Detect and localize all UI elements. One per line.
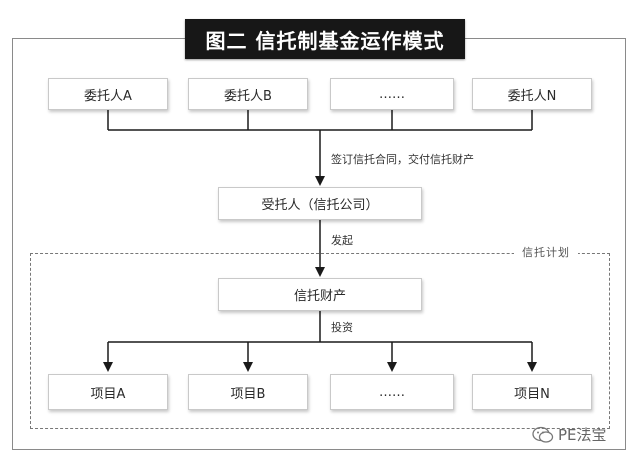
trust-property-box: 信托财产 (218, 278, 422, 311)
project-box-b: 项目B (188, 374, 308, 410)
watermark: PE法宝 (532, 424, 607, 445)
trustor-box-b: 委托人B (188, 78, 308, 110)
wechat-icon (532, 426, 554, 444)
project-box-n: 项目N (472, 374, 592, 410)
trustor-box-etc: …… (330, 78, 454, 110)
diagram-title: 图二 信托制基金运作模式 (185, 19, 465, 59)
project-box-a: 项目A (48, 374, 168, 410)
trustor-box-a: 委托人A (48, 78, 168, 110)
project-box-etc: …… (330, 374, 454, 410)
trustee-box: 受托人（信托公司） (218, 187, 422, 220)
sign-contract-label: 签订信托合同，交付信托财产 (331, 153, 474, 166)
watermark-text: PE法宝 (558, 426, 607, 444)
trust-plan-label: 信托计划 (514, 244, 578, 260)
invest-label: 投资 (331, 321, 353, 334)
issue-label: 发起 (331, 234, 353, 247)
trustor-box-n: 委托人N (472, 78, 592, 110)
